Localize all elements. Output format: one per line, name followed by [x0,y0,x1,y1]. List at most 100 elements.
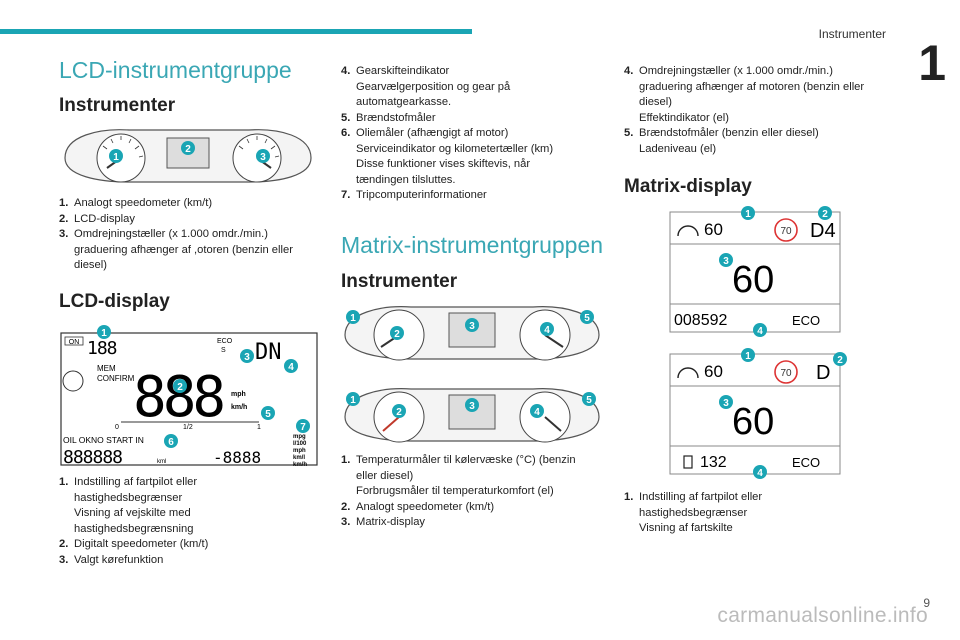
svg-text:ECO: ECO [217,338,233,345]
svg-text:008592: 008592 [674,312,727,329]
matrix-display-1: 60 70 D4 60 008592 ECO 1 2 3 4 [669,206,841,337]
svg-text:l/100: l/100 [293,441,307,447]
svg-text:2: 2 [185,144,191,155]
svg-text:4: 4 [534,407,540,418]
heading-matrix-instrumentgruppen: Matrix-instrumentgruppen [341,232,604,258]
svg-text:S: S [221,347,226,354]
svg-text:7: 7 [300,422,306,433]
svg-text:3: 3 [723,256,729,267]
svg-text:60: 60 [732,259,774,301]
svg-text:1/2: 1/2 [183,424,193,431]
svg-text:70: 70 [780,226,792,237]
svg-text:ECO: ECO [792,455,820,470]
svg-text:1: 1 [350,313,356,324]
list-item: 1.Analogt speedometer (km/t) [59,197,213,209]
svg-text:mph: mph [293,448,306,454]
list-item: 2.Digitalt speedometer (km/t) [59,538,209,550]
heading-lcd-instrumentgruppe: LCD-instrumentgruppe [59,57,292,83]
svg-text:2: 2 [837,355,843,366]
svg-text:888888: 888888 [63,447,122,468]
matrix-cluster-illustration-1: 1 2 3 4 5 [344,306,600,361]
svg-text:ON: ON [69,339,80,346]
svg-text:6: 6 [168,437,174,448]
lcd-display-illustration: ON 188 ECO S DN MEM CONFIRM 888 mph km/h… [60,325,318,468]
svg-text:3: 3 [723,398,729,409]
list-item: 2.LCD-display [59,212,135,225]
svg-text:km/l: km/l [293,455,305,461]
matrix-instrument-list: 1.Temperaturmåler til kølervæske (°C) (b… [341,453,603,531]
svg-text:188: 188 [87,338,117,359]
header-accent-bar [0,29,472,34]
svg-text:5: 5 [584,313,590,324]
svg-text:km/h: km/h [231,404,247,411]
list-item: 5.Brændstofmåler (benzin eller diesel)La… [624,127,819,155]
svg-text:1: 1 [350,395,356,406]
svg-text:4: 4 [757,468,763,479]
watermark: carmanualsonline.info [717,604,928,627]
list-item: 6.Oliemåler (afhængigt af motor)Servicei… [341,127,554,186]
svg-text:132: 132 [700,454,727,471]
svg-text:3: 3 [260,152,266,163]
svg-text:3: 3 [469,401,475,412]
svg-text:1: 1 [745,209,751,220]
heading-lcd-display: LCD-display [59,291,170,312]
svg-text:60: 60 [732,401,774,443]
svg-text:3: 3 [244,352,250,363]
svg-text:2: 2 [822,209,828,220]
svg-text:5: 5 [265,409,271,420]
list-item: 3.Omdrejningstæller (x 1.000 omdr./min.)… [59,228,293,271]
svg-text:60: 60 [704,362,723,381]
svg-text:kml: kml [157,459,166,465]
page-number: 9 [923,596,930,610]
svg-text:1: 1 [257,424,261,431]
svg-text:OIL OKNO START IN: OIL OKNO START IN [63,435,144,445]
svg-text:km/h: km/h [293,462,307,468]
section-title: Instrumenter [818,27,886,41]
heading-matrix-display: Matrix-display [624,176,752,197]
svg-text:2: 2 [394,329,400,340]
svg-text:70: 70 [780,368,792,379]
svg-text:3: 3 [469,321,475,332]
lcd-instrument-list: 1.Analogt speedometer (km/t) 2.LCD-displ… [59,196,321,274]
svg-text:4: 4 [544,325,550,336]
svg-text:D: D [816,362,830,384]
svg-text:2: 2 [396,407,402,418]
svg-text:60: 60 [704,220,723,239]
matrix-cluster-illustration-2: 1 2 3 4 5 [344,388,600,443]
matrix-display-2: 60 70 D 60 132 ECO 1 2 3 4 [669,348,847,479]
list-item: 2.Analogt speedometer (km/t) [341,500,495,513]
svg-text:1: 1 [101,328,107,339]
svg-text:4: 4 [757,326,763,337]
svg-text:888: 888 [133,365,223,430]
heading-instrumenter-1: Instrumenter [59,95,176,116]
svg-text:D4: D4 [810,220,836,242]
lcd-cluster-illustration: 1 2 3 [64,129,312,183]
svg-text:1: 1 [113,152,119,163]
list-item: 5.Brændstofmåler [341,111,436,124]
list-item: 7.Tripcomputerinformationer [341,189,487,201]
svg-text:0: 0 [115,424,119,431]
list-item: 1.Temperaturmåler til kølervæske (°C) (b… [341,454,576,497]
svg-text:mpg: mpg [293,434,306,440]
svg-text:-8888: -8888 [213,448,261,467]
svg-text:4: 4 [288,362,294,373]
list-item: 4.Omdrejningstæller (x 1.000 omdr./min.)… [624,65,865,124]
svg-text:ECO: ECO [792,313,820,328]
svg-text:MEM: MEM [97,364,116,373]
svg-text:5: 5 [586,395,592,406]
matrix-instrument-list-continued: 4.Omdrejningstæller (x 1.000 omdr./min.)… [624,64,894,157]
svg-text:1: 1 [745,351,751,362]
heading-instrumenter-2: Instrumenter [341,271,458,292]
svg-text:2: 2 [177,382,183,393]
list-item: 3.Valgt kørefunktion [59,553,164,566]
svg-text:DN: DN [255,340,282,365]
list-item: 3.Matrix-display [341,516,426,528]
svg-text:mph: mph [231,391,246,398]
svg-text:CONFIRM: CONFIRM [97,374,135,383]
